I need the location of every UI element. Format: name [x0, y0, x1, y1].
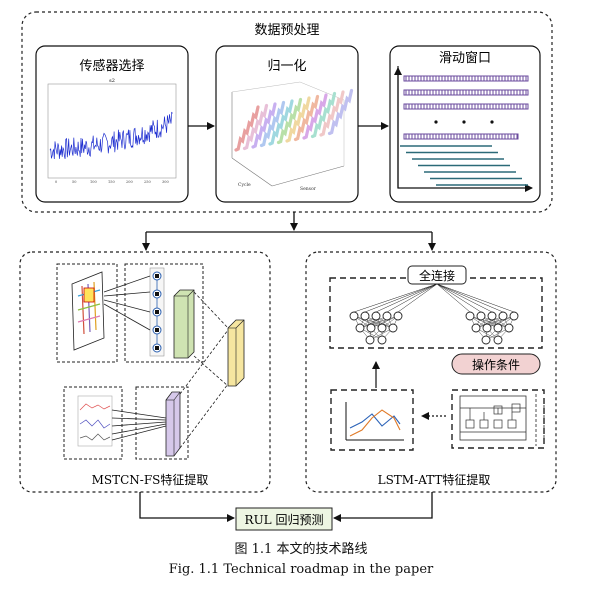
sensor-signal-line	[49, 111, 173, 160]
svg-text:250: 250	[144, 180, 151, 184]
rul-output-box: RUL 回归预测	[235, 507, 333, 531]
lstm-cell	[451, 389, 545, 449]
fully-connected-label: 全连接	[419, 268, 455, 283]
operating-condition-label: 操作条件	[472, 357, 520, 372]
sliding-window-chart	[394, 66, 533, 192]
mstcn-conv-stack	[124, 263, 204, 363]
svg-text:200: 200	[126, 180, 133, 184]
sensor-selection-title: 传感器选择	[79, 58, 144, 74]
mstcn-fused-block	[227, 319, 245, 387]
svg-text:Sensor: Sensor	[300, 186, 317, 192]
caption-chinese: 图 1.1 本文的技术路线	[234, 542, 368, 557]
preprocessing-panel	[21, 11, 553, 213]
normalization-3d-plot: Cycle Sensor	[231, 81, 354, 192]
attention-plot	[330, 389, 414, 451]
sliding-window-box	[389, 45, 541, 203]
mstcn-feature-block	[135, 386, 189, 460]
mstcn-connections	[103, 275, 229, 449]
svg-text:100: 100	[90, 180, 97, 184]
fully-connected-layer: 全连接	[329, 265, 543, 349]
svg-text:150: 150	[108, 180, 115, 184]
mstcn-fs-label: MSTCN-FS特征提取	[92, 472, 209, 487]
lstm-att-label: LSTM-ATT特征提取	[378, 472, 491, 487]
svg-text:s2: s2	[109, 78, 115, 84]
caption-english: Fig. 1.1 Technical roadmap in the paper	[168, 562, 434, 577]
mstcn-input-signal	[63, 386, 123, 460]
operating-condition-tag: 操作条件	[451, 353, 541, 375]
sensor-signal-plot: s2 0 50 100 150 200 250 300	[47, 78, 177, 184]
svg-text:300: 300	[162, 180, 169, 184]
svg-text:0: 0	[55, 180, 57, 184]
svg-text:Cycle: Cycle	[238, 182, 251, 188]
sliding-window-title: 滑动窗口	[439, 50, 491, 66]
svg-text:50: 50	[72, 180, 76, 184]
normalization-title: 归一化	[267, 59, 306, 74]
preprocessing-title: 数据预处理	[254, 23, 319, 38]
rul-output-label: RUL 回归预测	[245, 513, 324, 527]
mstcn-input-map	[56, 263, 118, 363]
